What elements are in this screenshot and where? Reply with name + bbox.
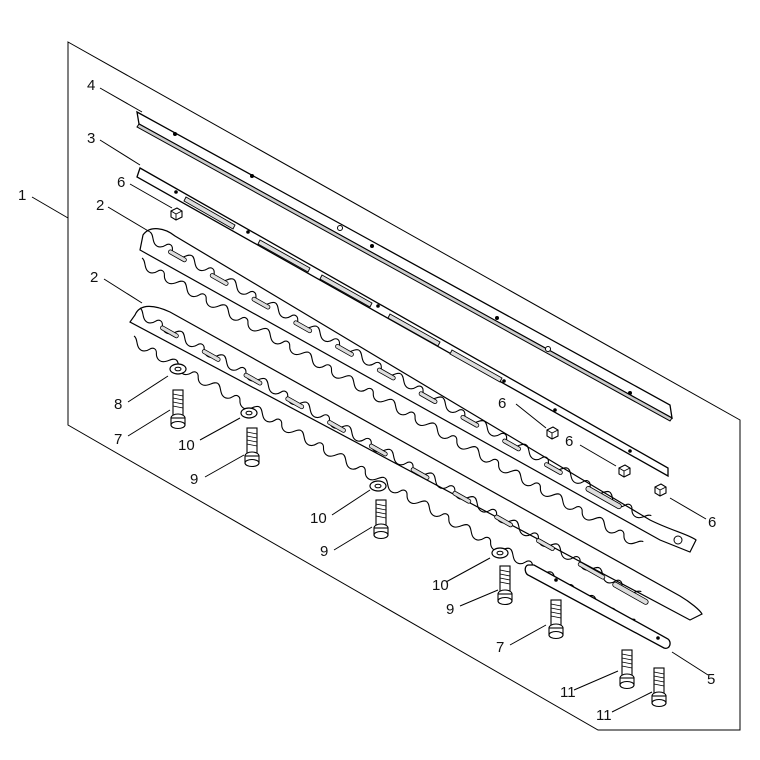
frame-outline (67, 41, 741, 731)
callout-9-a: 9 (190, 471, 198, 488)
bolt-a (244, 427, 260, 468)
top-plate (136, 110, 673, 422)
nut-d (654, 483, 667, 497)
bolt-end-a (619, 649, 635, 690)
washer-c (491, 547, 509, 559)
callout-10-c: 10 (432, 577, 449, 594)
callout-9-c: 9 (446, 601, 454, 618)
callout-9-b: 9 (320, 543, 328, 560)
bottom-plate (524, 564, 671, 649)
guide-plate (136, 167, 669, 478)
bolt-c (497, 565, 513, 606)
callout-3: 3 (87, 130, 95, 147)
callout-4: 4 (87, 77, 95, 94)
washer-large (169, 363, 187, 375)
callout-7-b: 7 (496, 639, 504, 656)
nut-b (546, 426, 559, 440)
callout-6-c: 6 (565, 433, 573, 450)
upper-blade (137, 228, 697, 553)
bolt-long-b (548, 599, 564, 640)
callout-6-a: 6 (117, 174, 125, 191)
callout-2-b: 2 (90, 269, 98, 286)
bolt-b (373, 499, 389, 540)
callout-1: 1 (18, 187, 26, 204)
callout-11-a: 11 (560, 684, 576, 701)
lower-blade (129, 305, 703, 628)
callout-5: 5 (707, 671, 715, 688)
nut-a (170, 207, 183, 221)
washer-b (369, 480, 387, 492)
callout-6-b: 6 (498, 395, 506, 412)
callout-11-b: 11 (596, 707, 612, 724)
callout-7-a: 7 (114, 431, 122, 448)
callout-10-b: 10 (310, 510, 327, 527)
nut-c (618, 464, 631, 478)
bolt-long-a (170, 389, 186, 430)
callout-10-a: 10 (178, 437, 195, 454)
washer-a (240, 407, 258, 419)
callout-2-a: 2 (96, 197, 104, 214)
leader-lines (31, 87, 709, 713)
callout-8: 8 (114, 396, 122, 413)
bolt-end-b (651, 667, 667, 708)
callout-6-d: 6 (708, 514, 716, 531)
